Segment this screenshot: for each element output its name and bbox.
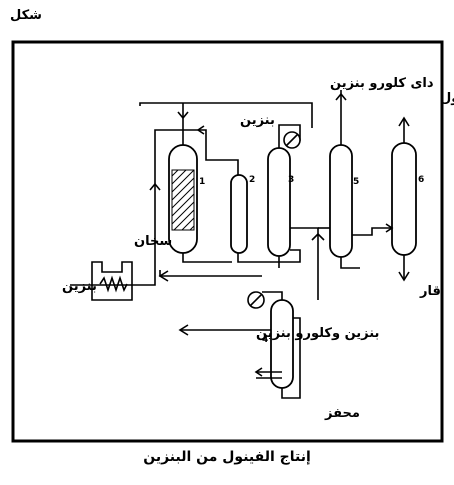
vessel-5-number: 5 [353,177,359,187]
diagram-frame [11,40,444,443]
vessel-1-reactor [168,144,198,254]
furnace [91,261,133,301]
vessel-6-column [391,142,417,256]
vessel-1-number: 1 [199,177,205,187]
piping [70,90,410,399]
vessel-5-column [329,144,353,258]
label-dichlorobenzene: داى كلورو بنزين [330,76,434,91]
vessel-3-column [267,147,291,257]
condenser-3 [283,131,301,149]
vessel-2 [230,174,248,254]
vessel-6-number: 6 [418,175,424,185]
label-benzene-top: بنزين [240,113,275,128]
label-benzene-feed: بنزين [62,279,97,294]
vessel-2-number: 2 [249,175,255,185]
label-tar: قار [419,284,441,299]
figure-label: شكل [10,8,42,23]
vessel-3-number: 3 [288,175,294,185]
vessel-4-number: 4 [262,335,268,345]
label-phenol: فينول [440,91,454,106]
condenser-4 [247,291,265,309]
vessel-4-separator [270,299,294,389]
label-benzene-chlorobenzene: بنزين وكلورو بنزين [256,326,379,341]
label-catalyst: محفز [324,406,360,421]
figure-caption: إنتاج الفينول من البنزين [143,449,311,465]
label-oven: سخان [134,234,172,249]
